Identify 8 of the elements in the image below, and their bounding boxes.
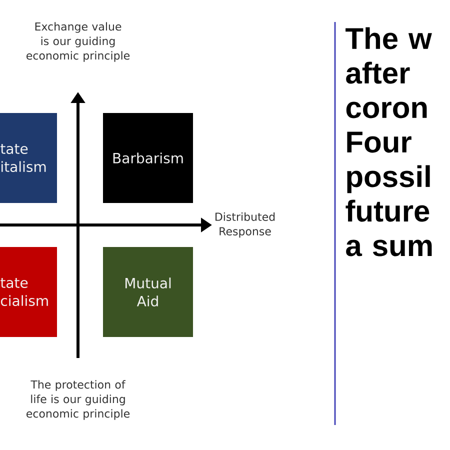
axis-label: Exchange value is our guiding economic principle: [26, 22, 130, 62]
quadrant-box: tate italism: [0, 113, 57, 203]
quadrant-box: tate cialism: [0, 247, 57, 337]
axis-label: The protection of life is our guiding economic principle: [26, 380, 130, 420]
quadrant-box: Mutual Aid: [103, 247, 193, 337]
title: The w after coron Four possil future a sum: [346, 27, 432, 256]
quadrant-box: Barbarism: [103, 113, 193, 203]
axis-label: Distributed Response: [216, 212, 275, 238]
